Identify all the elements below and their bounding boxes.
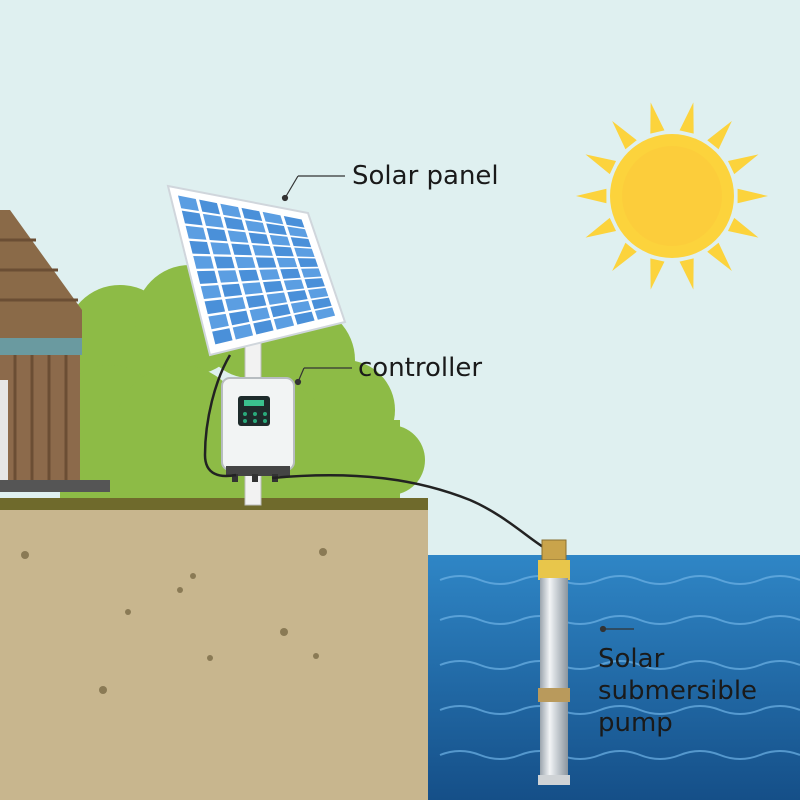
panel-cell xyxy=(189,240,211,255)
panel-cell xyxy=(204,299,226,315)
panel-cell xyxy=(202,213,224,228)
label-controller: controller xyxy=(358,353,482,383)
panel-cell xyxy=(287,290,308,302)
panel-cell xyxy=(283,216,305,228)
panel-cell xyxy=(283,279,305,291)
panel-cell xyxy=(259,269,280,281)
panel-cell xyxy=(200,285,222,300)
house-icon xyxy=(0,210,110,492)
panel-cell xyxy=(266,223,287,236)
panel-cell xyxy=(252,244,273,256)
panel-cell xyxy=(234,256,256,269)
panel-cell xyxy=(242,282,263,295)
panel-cell xyxy=(231,243,252,256)
panel-cell xyxy=(276,257,298,268)
panel-cell xyxy=(177,195,199,212)
panel-cell xyxy=(196,270,218,284)
panel-cell xyxy=(263,280,284,293)
sun-ray xyxy=(727,154,759,175)
panel-cell xyxy=(225,297,246,312)
controller-icon xyxy=(221,377,295,482)
cables xyxy=(203,354,549,552)
panel-cell xyxy=(232,324,254,340)
ground xyxy=(0,498,428,800)
panel-cell xyxy=(208,313,229,330)
panel-cell xyxy=(308,287,329,299)
label-pump-line3: pump xyxy=(598,708,673,738)
panel-cell xyxy=(210,242,232,255)
panel-cell xyxy=(199,199,221,215)
panel-cell xyxy=(206,228,228,242)
panel-cell xyxy=(311,297,332,310)
panel-cell xyxy=(227,230,249,243)
panel-cell xyxy=(238,269,260,282)
submersible-pump-icon xyxy=(538,539,570,785)
panel-cell xyxy=(228,310,250,326)
sun-ray xyxy=(585,154,617,175)
panel-cell xyxy=(185,225,207,240)
panel-cell xyxy=(287,226,308,238)
sun-ray xyxy=(679,258,694,290)
panel-cell xyxy=(262,211,284,225)
panel-cell xyxy=(217,270,239,283)
sun-ray xyxy=(612,120,637,150)
panel-cell xyxy=(290,237,312,248)
panel-cell xyxy=(273,315,295,330)
panel-cell xyxy=(249,307,270,322)
sun-icon xyxy=(576,102,768,290)
panel-cell xyxy=(221,283,243,297)
label-pump-line2: submersible xyxy=(598,676,757,706)
sun-ray xyxy=(707,120,732,150)
panel-cell xyxy=(245,294,267,308)
sun-ray xyxy=(737,188,768,204)
panel-cell xyxy=(223,217,245,231)
panel-cell xyxy=(269,234,291,246)
sun-ray xyxy=(679,102,694,134)
panel-cell xyxy=(245,220,266,233)
sun-ray xyxy=(585,217,617,238)
water xyxy=(428,555,800,800)
panel-cell xyxy=(270,304,291,318)
panel-cell xyxy=(193,256,214,269)
label-leaders xyxy=(281,175,634,633)
panel-cell xyxy=(253,319,274,335)
panel-cell xyxy=(301,268,322,278)
panel-cell xyxy=(280,268,301,279)
sun-ray xyxy=(707,242,732,272)
sun-ray xyxy=(612,242,637,272)
panel-cell xyxy=(314,307,336,320)
panel-cell xyxy=(294,311,315,325)
panel-cell xyxy=(241,207,263,222)
panel-cell xyxy=(248,232,270,245)
sun-ray xyxy=(650,258,665,290)
panel-cell xyxy=(212,328,233,345)
panel-cell xyxy=(297,258,319,268)
panel-cell xyxy=(214,256,235,269)
panel-cell xyxy=(290,300,312,314)
solar-panel-icon xyxy=(166,184,347,357)
sun-ray xyxy=(650,102,665,134)
panel-cell xyxy=(266,292,287,305)
panel-cell xyxy=(255,257,277,268)
panel-cell xyxy=(273,246,294,257)
label-solar-panel: Solar panel xyxy=(352,161,499,191)
panel-cell xyxy=(181,210,203,226)
panel-cell xyxy=(294,247,315,257)
label-pump-line1: Solar xyxy=(598,644,665,674)
panel-cell xyxy=(220,203,242,218)
panel-cell xyxy=(304,278,325,289)
sun-ray xyxy=(576,188,607,204)
sun-ray xyxy=(727,217,759,238)
